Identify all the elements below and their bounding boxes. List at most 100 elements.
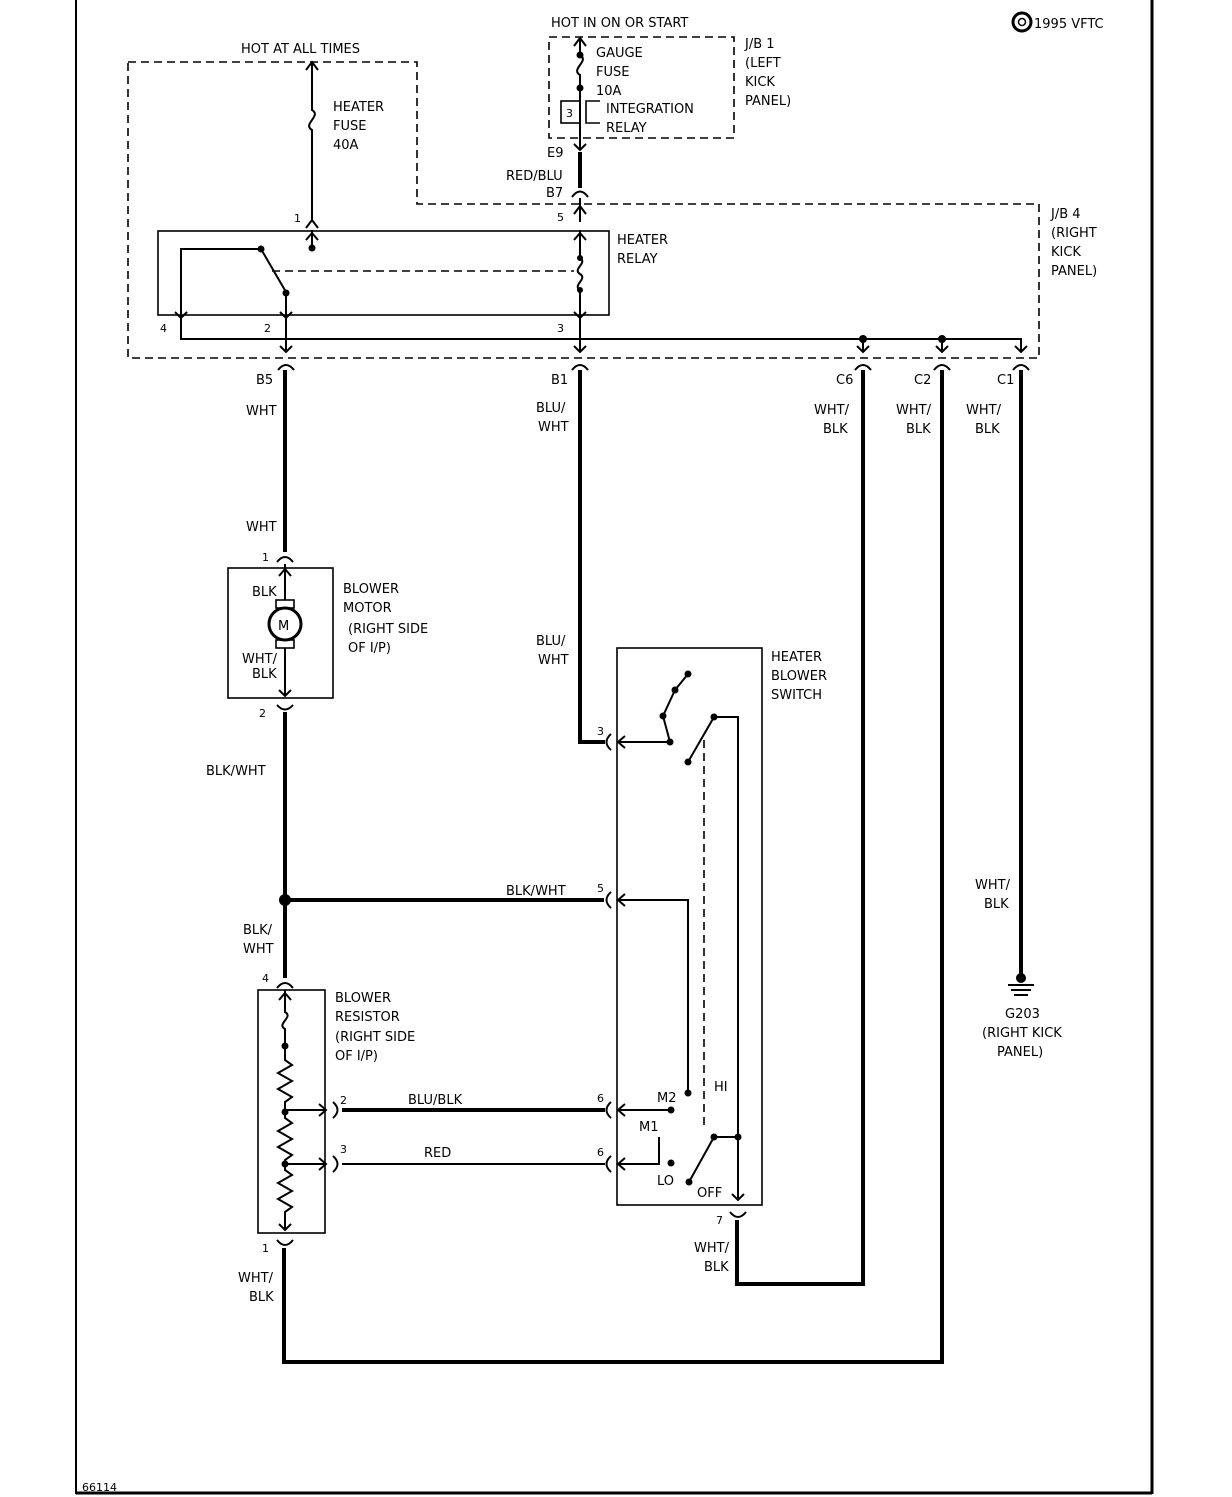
svg-text:RELAY: RELAY — [606, 121, 647, 136]
svg-text:5: 5 — [557, 211, 564, 224]
svg-text:OF I/P): OF I/P) — [348, 641, 391, 656]
resistor-connector-1 — [276, 1239, 294, 1246]
motor-symbol: M — [278, 619, 289, 634]
resistor-pin-3: 3 — [340, 1143, 347, 1156]
resistor-pin-4: 4 — [262, 972, 269, 985]
wire-label-c6-blk: BLK — [823, 422, 848, 437]
hot-in-on-or-start-label: HOT IN ON OR START — [551, 16, 688, 31]
svg-text:3: 3 — [566, 107, 573, 120]
wire-label-resistor1-blk: BLK — [249, 1290, 274, 1305]
svg-text:GAUGE: GAUGE — [596, 46, 643, 61]
svg-text:HEATER: HEATER — [617, 233, 668, 248]
wire-resistor-to-c2 — [282, 370, 944, 1364]
wire-label-c1-wht: WHT/ — [966, 403, 1002, 418]
switch-connectors: 3 5 6 6 — [597, 725, 612, 1173]
connector-e9-b7: E9 RED/BLU B7 5 — [506, 143, 589, 224]
heater-blower-switch-label: HEATER BLOWER SWITCH — [771, 650, 827, 703]
heater-fuse: HEATER FUSE 40A — [305, 60, 384, 229]
hot-at-all-times-label: HOT AT ALL TIMES — [241, 42, 360, 57]
heater-relay-internal — [174, 230, 587, 320]
motor-connector-1 — [276, 556, 294, 563]
svg-text:BLK: BLK — [252, 585, 277, 600]
wire-label-red: RED — [424, 1146, 451, 1161]
jb1-label: J/B 1 (LEFT KICK PANEL) — [744, 37, 791, 109]
svg-text:M1: M1 — [639, 1120, 659, 1135]
relay-pin-3: 3 — [557, 322, 564, 335]
svg-text:10A: 10A — [596, 84, 622, 99]
svg-text:(LEFT: (LEFT — [745, 56, 781, 71]
wire-switch7-to-c6 — [735, 370, 865, 1286]
resistor-pin-1: 1 — [262, 1242, 269, 1255]
wire-label-c1-blk: BLK — [975, 422, 1000, 437]
svg-text:LO: LO — [657, 1174, 674, 1189]
connector-b5: B5 — [256, 373, 273, 388]
motor-pin-2: 2 — [259, 707, 266, 720]
wire-label-b1-blu: BLU/ — [536, 401, 566, 416]
ground-symbol — [1008, 973, 1034, 996]
switch-pin-7: 7 — [716, 1214, 723, 1227]
svg-text:5: 5 — [597, 882, 604, 895]
wire-label-b5-wht: WHT — [246, 404, 277, 419]
connector-c2: C2 — [914, 373, 931, 388]
svg-text:3: 3 — [597, 725, 604, 738]
connector-c1: C1 — [997, 373, 1014, 388]
wire-b1-blu-wht — [578, 370, 605, 744]
relay-pin-1: 1 — [294, 212, 301, 225]
svg-text:PANEL): PANEL) — [1051, 264, 1097, 279]
svg-text:PANEL): PANEL) — [745, 94, 791, 109]
wire-label-switch7-wht: WHT/ — [694, 1241, 730, 1256]
wire-label-c2-wht: WHT/ — [896, 403, 932, 418]
svg-text:FUSE: FUSE — [333, 119, 366, 134]
svg-text:BLOWER: BLOWER — [343, 582, 399, 597]
svg-text:(RIGHT: (RIGHT — [1051, 226, 1097, 241]
svg-text:6: 6 — [597, 1146, 604, 1159]
wire-label-switch7-blk: BLK — [704, 1260, 729, 1275]
svg-text:J/B 4: J/B 4 — [1050, 207, 1081, 222]
heater-relay-box — [157, 230, 610, 316]
wire-label-ground-blk: BLK — [984, 897, 1009, 912]
svg-text:OF I/P): OF I/P) — [335, 1049, 378, 1064]
resistor-connector-3 — [332, 1155, 339, 1173]
relay-pin-4: 4 — [160, 322, 167, 335]
drawing-number: 66114 — [82, 1481, 117, 1494]
wire-label-switch-blk-wht: BLK/WHT — [506, 884, 566, 899]
switch-position-labels: HI M2 M1 LO OFF — [639, 1080, 728, 1201]
resistor-pin-2: 2 — [340, 1094, 347, 1107]
wire-label-c2-blk: BLK — [906, 422, 931, 437]
blower-motor-box — [227, 567, 334, 699]
svg-text:6: 6 — [597, 1092, 604, 1105]
wire-label-b1-wht: WHT — [538, 420, 569, 435]
svg-text:M2: M2 — [657, 1091, 677, 1106]
blower-motor-internal: M BLK WHT/ BLK — [242, 564, 303, 698]
svg-text:40A: 40A — [333, 138, 359, 153]
jb1-outline — [548, 36, 735, 139]
svg-text:SWITCH: SWITCH — [771, 688, 822, 703]
wire-label-motor-blk-wht: BLK/WHT — [206, 764, 266, 779]
connector-c6: C6 — [836, 373, 853, 388]
wire-label-resistor-blk: BLK/ — [243, 923, 273, 938]
wire-label-switch-wht: WHT — [538, 653, 569, 668]
svg-text:RESISTOR: RESISTOR — [335, 1010, 400, 1025]
jb4-ground-bus — [180, 318, 1030, 371]
relay-pin-2: 2 — [264, 322, 271, 335]
connector-b1: B1 — [551, 373, 568, 388]
wire-label-resistor-wht: WHT — [243, 942, 274, 957]
copyright-mark: 1995 VFTC — [1011, 11, 1104, 33]
integration-relay: 3 INTEGRATION RELAY — [560, 100, 694, 136]
wire-label-ground-wht: WHT/ — [975, 878, 1011, 893]
resistor-connector-4 — [276, 982, 294, 989]
svg-text:OFF: OFF — [697, 1186, 722, 1201]
svg-text:PANEL): PANEL) — [997, 1045, 1043, 1060]
heater-blower-switch-box — [616, 647, 763, 1206]
svg-text:WHT/: WHT/ — [242, 652, 278, 667]
wire-label-motor-wht: WHT — [246, 520, 277, 535]
gauge-fuse: GAUGE FUSE 10A — [573, 36, 643, 150]
copyright-text: 1995 VFTC — [1034, 17, 1104, 32]
heater-relay-label: HEATER RELAY — [617, 233, 668, 267]
svg-text:G203: G203 — [1005, 1007, 1040, 1022]
svg-text:BLOWER: BLOWER — [771, 669, 827, 684]
svg-text:RED/BLU: RED/BLU — [506, 169, 563, 184]
svg-text:INTEGRATION: INTEGRATION — [606, 102, 694, 117]
svg-text:RELAY: RELAY — [617, 252, 658, 267]
